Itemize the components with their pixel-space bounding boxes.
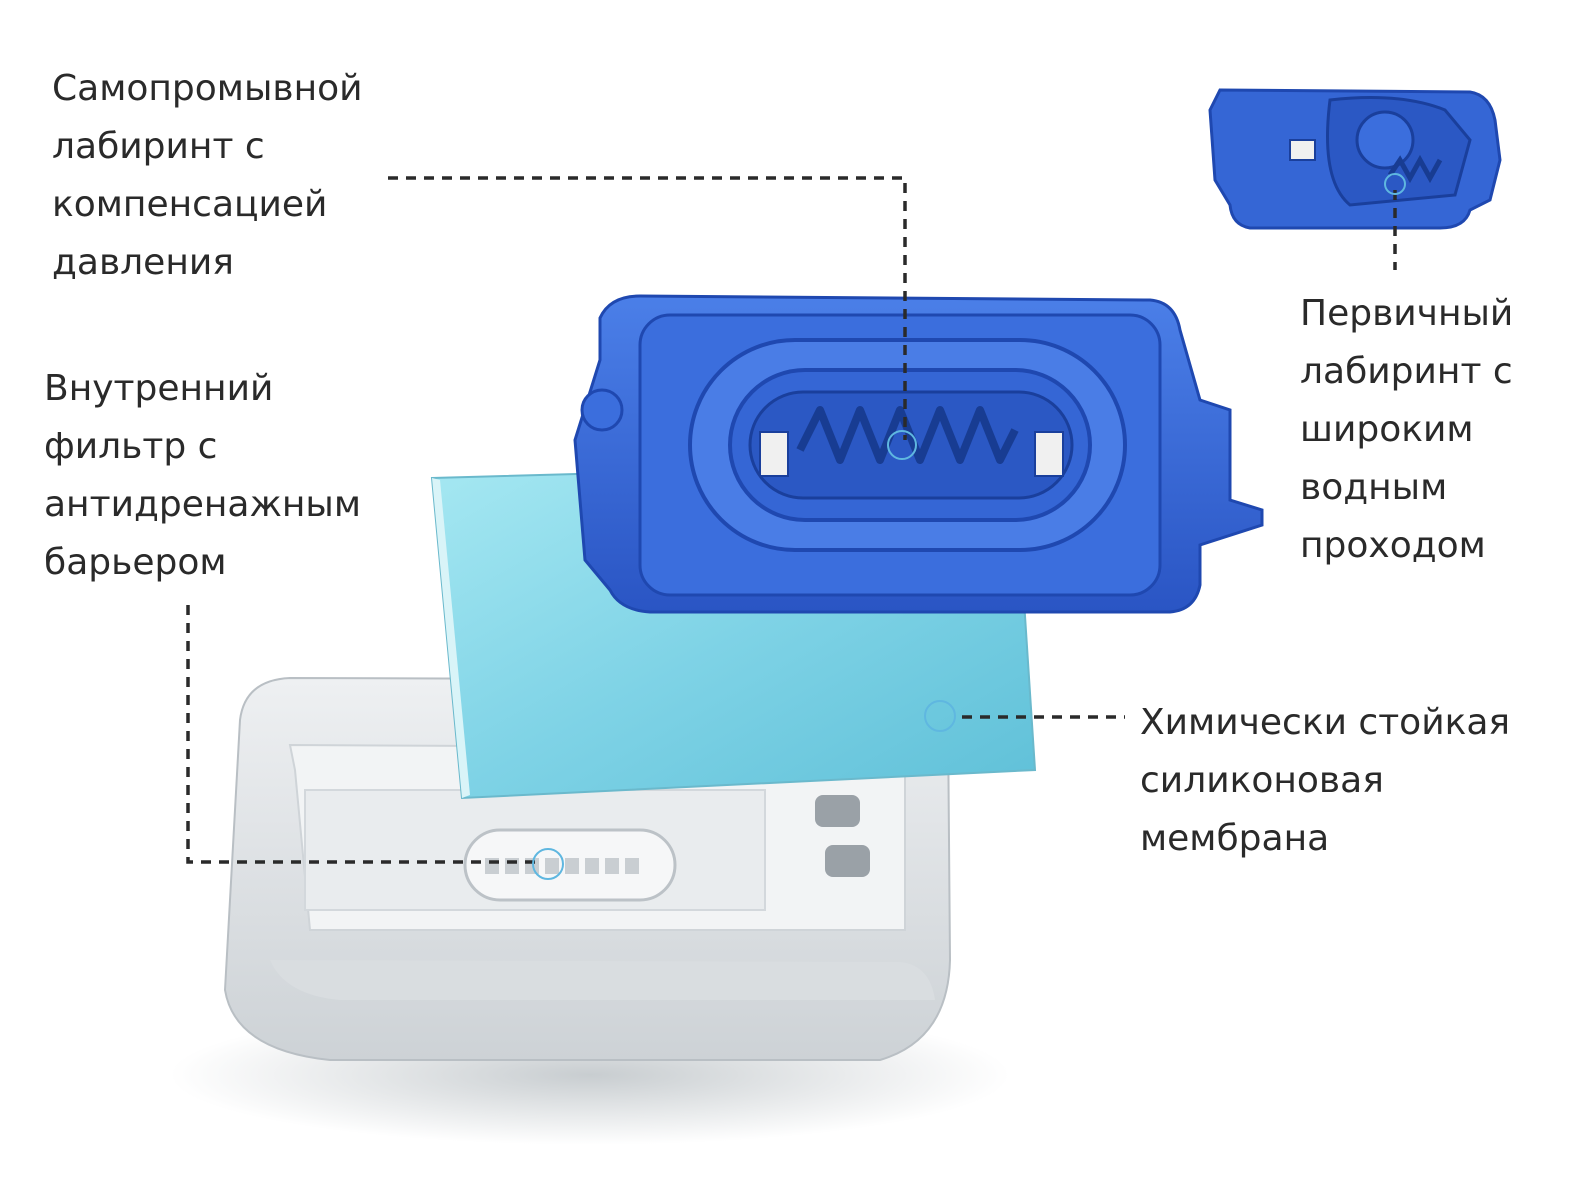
label-silicone-membrane: Химически стойкая силиконовая мембрана <box>1140 694 1510 868</box>
leader-self-flush <box>388 176 907 440</box>
marker-self-flush <box>887 430 917 460</box>
label-line: Самопромывной <box>52 68 363 109</box>
target-markers <box>532 173 1406 880</box>
label-line: проходом <box>1300 525 1486 566</box>
marker-membrane <box>924 700 956 732</box>
label-line: барьером <box>44 542 227 583</box>
label-line: лабиринт с <box>52 126 265 167</box>
self-flush-labyrinth-part <box>573 294 1264 614</box>
label-line: водным <box>1300 467 1448 508</box>
marker-primary <box>1384 173 1406 195</box>
label-line: Внутренний <box>44 368 274 409</box>
marker-inner-filter <box>532 848 564 880</box>
label-line: фильтр с <box>44 426 218 467</box>
label-line: широким <box>1300 409 1474 450</box>
label-line: мембрана <box>1140 818 1330 859</box>
label-line: Первичный <box>1300 293 1514 334</box>
label-primary-labyrinth: Первичный лабиринт с широким водным прох… <box>1300 285 1513 575</box>
label-line: давления <box>52 242 234 283</box>
leader-inner-filter <box>186 605 540 864</box>
label-line: Химически стойкая <box>1140 702 1511 743</box>
label-inner-filter: Внутренний фильтр с антидренажным барьер… <box>44 360 361 592</box>
label-line: лабиринт с <box>1300 351 1513 392</box>
label-line: антидренажным <box>44 484 362 525</box>
label-line: силиконовая <box>1140 760 1384 801</box>
leader-lines <box>186 176 1397 864</box>
label-line: компенсацией <box>52 184 328 225</box>
label-self-flush-labyrinth: Самопромывной лабиринт с компенсацией да… <box>52 60 363 292</box>
primary-labyrinth-part <box>1208 88 1502 230</box>
